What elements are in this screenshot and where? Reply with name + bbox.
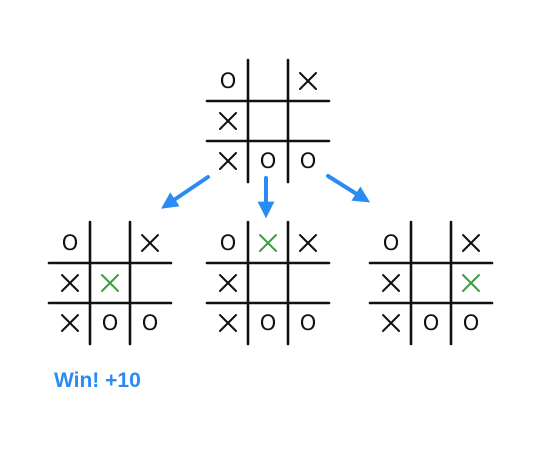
o-mark: O <box>219 68 237 93</box>
cell-r2-c1: O <box>90 303 130 343</box>
o-mark: O <box>422 310 440 335</box>
grid-lines <box>205 220 331 346</box>
o-mark: O <box>259 310 277 335</box>
arrow-left <box>161 175 210 209</box>
cell-r0-c2 <box>288 61 328 101</box>
o-mark: O <box>101 310 119 335</box>
x-mark <box>219 112 237 130</box>
cell-r2-c0 <box>208 141 248 181</box>
cell-r2-c1: O <box>248 303 288 343</box>
cell-r2-c2: O <box>288 141 328 181</box>
x-mark-new-move <box>259 234 277 252</box>
cell-r1-c2 <box>451 263 491 303</box>
cell-r1-c0 <box>208 101 248 141</box>
cell-r0-c2 <box>130 223 170 263</box>
x-mark <box>219 152 237 170</box>
win-label: Win! +10 <box>54 369 141 392</box>
grid-lines <box>205 58 331 184</box>
cell-r2-c1: O <box>248 141 288 181</box>
cell-r0-c2 <box>451 223 491 263</box>
cell-r2-c0 <box>50 303 90 343</box>
x-mark <box>382 314 400 332</box>
grid-lines <box>47 220 173 346</box>
x-mark <box>299 72 317 90</box>
x-mark <box>462 234 480 252</box>
o-mark: O <box>141 310 159 335</box>
cell-r0-c0: O <box>208 223 248 263</box>
o-mark: O <box>219 230 237 255</box>
x-mark <box>61 274 79 292</box>
o-mark: O <box>462 310 480 335</box>
x-mark <box>61 314 79 332</box>
x-mark-new-move <box>462 274 480 292</box>
cell-r0-c0: O <box>208 61 248 101</box>
x-mark-new-move <box>101 274 119 292</box>
cell-r2-c2: O <box>288 303 328 343</box>
cell-r0-c1 <box>248 223 288 263</box>
cell-r0-c0: O <box>50 223 90 263</box>
x-mark <box>141 234 159 252</box>
arrow-right <box>326 174 371 203</box>
cell-r0-c0: O <box>371 223 411 263</box>
cell-r2-c2: O <box>130 303 170 343</box>
cell-r2-c0 <box>371 303 411 343</box>
cell-r0-c2 <box>288 223 328 263</box>
o-mark: O <box>61 230 79 255</box>
o-mark: O <box>299 148 317 173</box>
cell-r1-c0 <box>208 263 248 303</box>
x-mark <box>299 234 317 252</box>
x-mark <box>382 274 400 292</box>
cell-r1-c0 <box>50 263 90 303</box>
o-mark: O <box>299 310 317 335</box>
x-mark <box>219 314 237 332</box>
cell-r1-c0 <box>371 263 411 303</box>
grid-lines <box>368 220 494 346</box>
x-mark <box>219 274 237 292</box>
o-mark: O <box>259 148 277 173</box>
cell-r2-c0 <box>208 303 248 343</box>
cell-r1-c1 <box>90 263 130 303</box>
cell-r2-c2: O <box>451 303 491 343</box>
o-mark: O <box>382 230 400 255</box>
cell-r2-c1: O <box>411 303 451 343</box>
